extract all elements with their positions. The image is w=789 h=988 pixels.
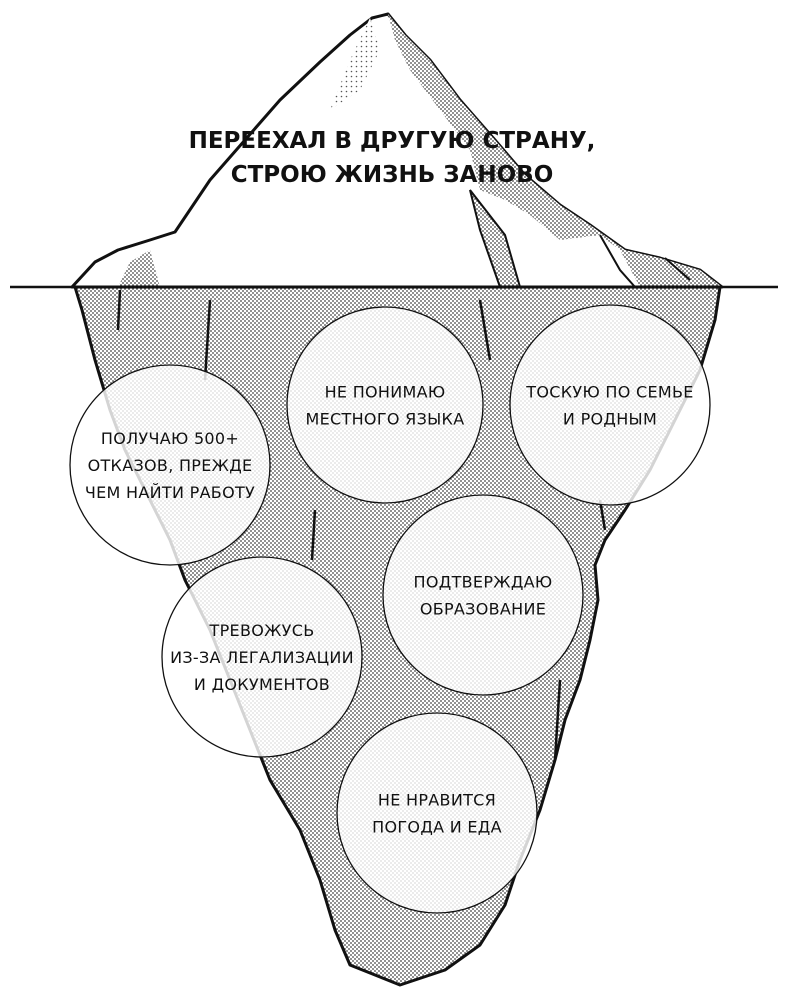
title-line-2: СТРОЮ ЖИЗНЬ ЗАНОВО	[231, 162, 554, 188]
bubble-text-line: НЕ ПОНИМАЮ	[325, 383, 446, 402]
bubble-text-line: МЕСТНОГО ЯЗЫКА	[306, 410, 465, 429]
bubble: НЕ НРАВИТСЯ ПОГОДА И ЕДА	[336, 712, 538, 914]
bubble-text-line: ОТКАЗОВ, ПРЕЖДЕ	[88, 456, 253, 475]
bubble-text-line: ИЗ-ЗА ЛЕГАЛИЗАЦИИ	[170, 648, 354, 667]
bubble-text-line: ТРЕВОЖУСЬ	[209, 621, 315, 640]
bubble-text-line: ЧЕМ НАЙТИ РАБОТУ	[85, 483, 255, 502]
bubble-circle	[69, 364, 271, 566]
bubble-circle	[336, 712, 538, 914]
bubble-text-line: ОБРАЗОВАНИЕ	[420, 600, 546, 619]
title-line-1: ПЕРЕЕХАЛ В ДРУГУЮ СТРАНУ,	[189, 128, 596, 154]
bubble-text-line: ПОГОДА И ЕДА	[372, 818, 502, 837]
bubble-text-line: И РОДНЫМ	[563, 410, 657, 429]
bubble-text-line: ПОЛУЧАЮ 500+	[101, 429, 239, 448]
bubble-text-line: НЕ НРАВИТСЯ	[378, 791, 496, 810]
bubble: ТОСКУЮ ПО СЕМЬЕ И РОДНЫМ	[509, 304, 711, 506]
bubble: ТРЕВОЖУСЬ ИЗ-ЗА ЛЕГАЛИЗАЦИИ И ДОКУМЕНТОВ	[161, 556, 363, 758]
bubble-circle	[161, 556, 363, 758]
bubble: ПОЛУЧАЮ 500+ ОТКАЗОВ, ПРЕЖДЕ ЧЕМ НАЙТИ РАБ…	[69, 364, 271, 566]
bubble-circle	[286, 306, 484, 504]
bubble: НЕ ПОНИМАЮ МЕСТНОГО ЯЗЫКА	[286, 306, 484, 504]
bubble-text-line: ТОСКУЮ ПО СЕМЬЕ	[525, 383, 693, 402]
bubble: ПОДТВЕРЖДАЮ ОБРАЗОВАНИЕ	[382, 494, 584, 696]
bubble-circle	[509, 304, 711, 506]
bubble-text-line: И ДОКУМЕНТОВ	[194, 675, 330, 694]
bubble-circle	[382, 494, 584, 696]
bubble-text-line: ПОДТВЕРЖДАЮ	[414, 573, 553, 592]
